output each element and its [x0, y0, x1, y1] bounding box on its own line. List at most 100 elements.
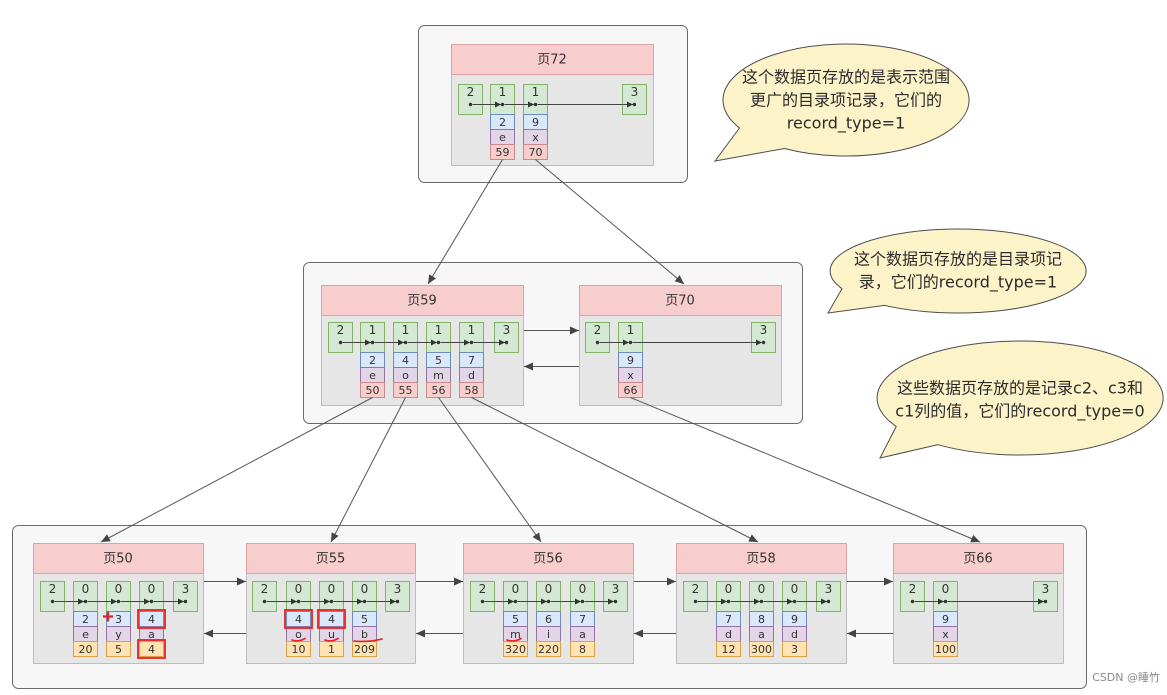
- child-page-no-value: 66: [624, 384, 638, 397]
- record-type-cell: [252, 581, 277, 612]
- callout-text-line: c1列的值，它们的record_type=0: [895, 402, 1144, 422]
- c2-value: 5: [512, 613, 519, 626]
- record: 3: [603, 581, 628, 612]
- record-type-cell: [40, 581, 65, 612]
- record-type-cell: [385, 581, 410, 612]
- next-record-pointer-dot: [329, 599, 334, 604]
- record-type-value: 2: [909, 582, 917, 596]
- c3-value: e: [369, 369, 376, 382]
- next-record-pointer-dot: [759, 599, 764, 604]
- record-type-cell: [536, 581, 561, 612]
- record: 3: [622, 84, 647, 115]
- c1-value: 5: [115, 643, 122, 656]
- record-type-value: 3: [394, 582, 402, 596]
- record-type-value: 0: [758, 582, 766, 596]
- c3-value: o: [402, 369, 409, 382]
- next-record-pointer-dot: [395, 599, 400, 604]
- record-type-cell: [523, 84, 548, 115]
- next-record-pointer-dot: [1043, 599, 1048, 604]
- record: 2: [900, 581, 925, 612]
- record-type-cell: [603, 581, 628, 612]
- callout-text-line: 更广的目录项记录，它们的: [750, 91, 942, 110]
- record-type-cell: [900, 581, 925, 612]
- red-underline-mark: [291, 637, 306, 642]
- record: 3: [494, 322, 519, 353]
- c1-cell: [536, 641, 561, 657]
- c3-value: x: [532, 131, 539, 144]
- c3-value: x: [627, 369, 634, 382]
- next-record-pointer-dot: [403, 340, 408, 345]
- page-56-title: 页56: [533, 552, 563, 567]
- c1-cell: [570, 641, 595, 657]
- next-record-pointer-dot: [480, 599, 485, 604]
- red-underline-mark: [353, 638, 383, 643]
- next-record-pointer-dot: [726, 599, 731, 604]
- c3-value: u: [328, 628, 335, 641]
- next-record-pointer-dot: [500, 102, 505, 107]
- c3-value: d: [725, 628, 732, 641]
- record: 0 4 u 1: [319, 581, 344, 657]
- record: 3: [816, 581, 841, 612]
- c1-cell: [782, 641, 807, 657]
- c2-value: 4: [328, 613, 335, 626]
- record-type-value: 2: [467, 85, 475, 99]
- next-record-pointer-dot: [149, 599, 154, 604]
- c2-value: 3: [115, 613, 122, 626]
- next-record-pointer-dot: [338, 340, 343, 345]
- page-50-header: [33, 543, 204, 574]
- record-type-value: 1: [532, 85, 540, 99]
- record-type-cell: [106, 581, 131, 612]
- red-highlight-box: [137, 639, 166, 659]
- next-record-pointer-dot: [693, 599, 698, 604]
- c1-value: 1: [328, 643, 335, 656]
- record-type-value: 0: [791, 582, 799, 596]
- c2-value: 4: [295, 613, 302, 626]
- callout-text-line: record_type=1: [787, 114, 905, 134]
- record-type-value: 2: [479, 582, 487, 596]
- record-type-value: 3: [503, 323, 511, 337]
- c1-cell: [73, 641, 98, 657]
- record: 3: [385, 581, 410, 612]
- c1-value: 209: [354, 643, 375, 656]
- c2-value: 8: [758, 613, 765, 626]
- record-type-value: 3: [612, 582, 620, 596]
- c1-cell: [749, 641, 774, 657]
- record-type-value: 0: [328, 582, 336, 596]
- record-type-value: 2: [337, 323, 345, 337]
- c3-value: e: [499, 131, 506, 144]
- record-type-value: 3: [825, 582, 833, 596]
- c2-value: 9: [627, 354, 634, 367]
- record: 2: [252, 581, 277, 612]
- record: 3: [751, 322, 776, 353]
- next-record-pointer-dot: [628, 340, 633, 345]
- next-record-pointer-dot: [632, 102, 637, 107]
- next-record-pointer-dot: [761, 340, 766, 345]
- next-record-pointer-dot: [595, 340, 600, 345]
- page-59-title: 页59: [407, 294, 437, 309]
- record: 2: [40, 581, 65, 612]
- c2-value: 6: [545, 613, 552, 626]
- page-58-header: [676, 543, 847, 574]
- next-record-pointer-dot: [370, 340, 375, 345]
- next-record-pointer-dot: [504, 340, 509, 345]
- record-type-cell: [139, 581, 164, 612]
- record-type-cell: [459, 322, 484, 353]
- child-page-no-value: 50: [366, 384, 380, 397]
- child-page-no-value: 59: [496, 146, 510, 159]
- next-record-pointer-dot: [468, 102, 473, 107]
- c2-value: 7: [468, 354, 475, 367]
- record: 2: [458, 84, 483, 115]
- record-type-value: 3: [182, 582, 190, 596]
- c3-value: b: [361, 628, 368, 641]
